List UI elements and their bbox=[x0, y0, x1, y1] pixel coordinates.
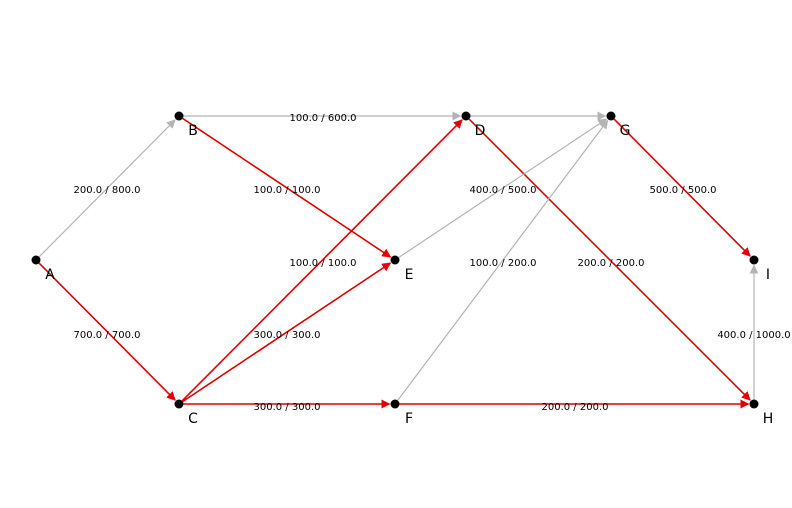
node-c bbox=[174, 399, 184, 409]
edge-b-e bbox=[182, 117, 392, 258]
node-b bbox=[174, 111, 184, 121]
node-labels-layer: A B C D E F G H I bbox=[45, 123, 773, 427]
edge-g-i bbox=[613, 118, 751, 257]
edge-c-d bbox=[181, 119, 463, 402]
edge-label-b-e: 100.0 / 100.0 bbox=[254, 185, 321, 196]
edge-d-h bbox=[468, 118, 751, 401]
node-label-b: B bbox=[188, 123, 198, 139]
node-label-g: G bbox=[620, 123, 631, 139]
edge-label-c-d: 100.0 / 100.0 bbox=[290, 258, 357, 269]
node-d bbox=[461, 111, 471, 121]
edge-label-h-i: 400.0 / 1000.0 bbox=[717, 330, 790, 341]
node-label-c: C bbox=[188, 411, 198, 427]
node-f bbox=[390, 399, 400, 409]
edge-label-c-f: 300.0 / 300.0 bbox=[254, 402, 321, 413]
edge-label-d-h: 200.0 / 200.0 bbox=[578, 258, 645, 269]
edges-layer bbox=[38, 111, 759, 409]
edge-e-g bbox=[398, 118, 608, 259]
edge-label-b-d: 100.0 / 600.0 bbox=[290, 113, 357, 124]
node-label-h: H bbox=[763, 411, 774, 427]
node-e bbox=[390, 255, 400, 265]
edge-label-a-c: 700.0 / 700.0 bbox=[74, 330, 141, 341]
edge-a-c bbox=[38, 262, 176, 401]
node-i bbox=[749, 255, 759, 265]
node-h bbox=[749, 399, 759, 409]
node-label-f: F bbox=[405, 411, 413, 427]
node-label-a: A bbox=[45, 267, 55, 283]
edge-label-a-b: 200.0 / 800.0 bbox=[74, 185, 141, 196]
node-label-d: D bbox=[475, 123, 486, 139]
node-g bbox=[606, 111, 616, 121]
edge-a-b bbox=[38, 119, 176, 258]
edge-labels-layer: 200.0 / 800.0 700.0 / 700.0 100.0 / 600.0 1… bbox=[74, 113, 791, 413]
edge-label-g-i: 500.0 / 500.0 bbox=[650, 185, 717, 196]
edge-label-e-g: 400.0 / 500.0 bbox=[470, 185, 537, 196]
node-a bbox=[31, 255, 41, 265]
node-label-i: I bbox=[766, 267, 770, 283]
node-label-e: E bbox=[405, 267, 414, 283]
edge-label-f-h: 200.0 / 200.0 bbox=[542, 402, 609, 413]
edge-label-c-e: 300.0 / 300.0 bbox=[254, 330, 321, 341]
edge-f-g bbox=[397, 119, 609, 401]
edge-c-e bbox=[182, 262, 392, 403]
nodes-layer bbox=[31, 111, 759, 409]
edge-label-f-g: 100.0 / 200.0 bbox=[470, 258, 537, 269]
